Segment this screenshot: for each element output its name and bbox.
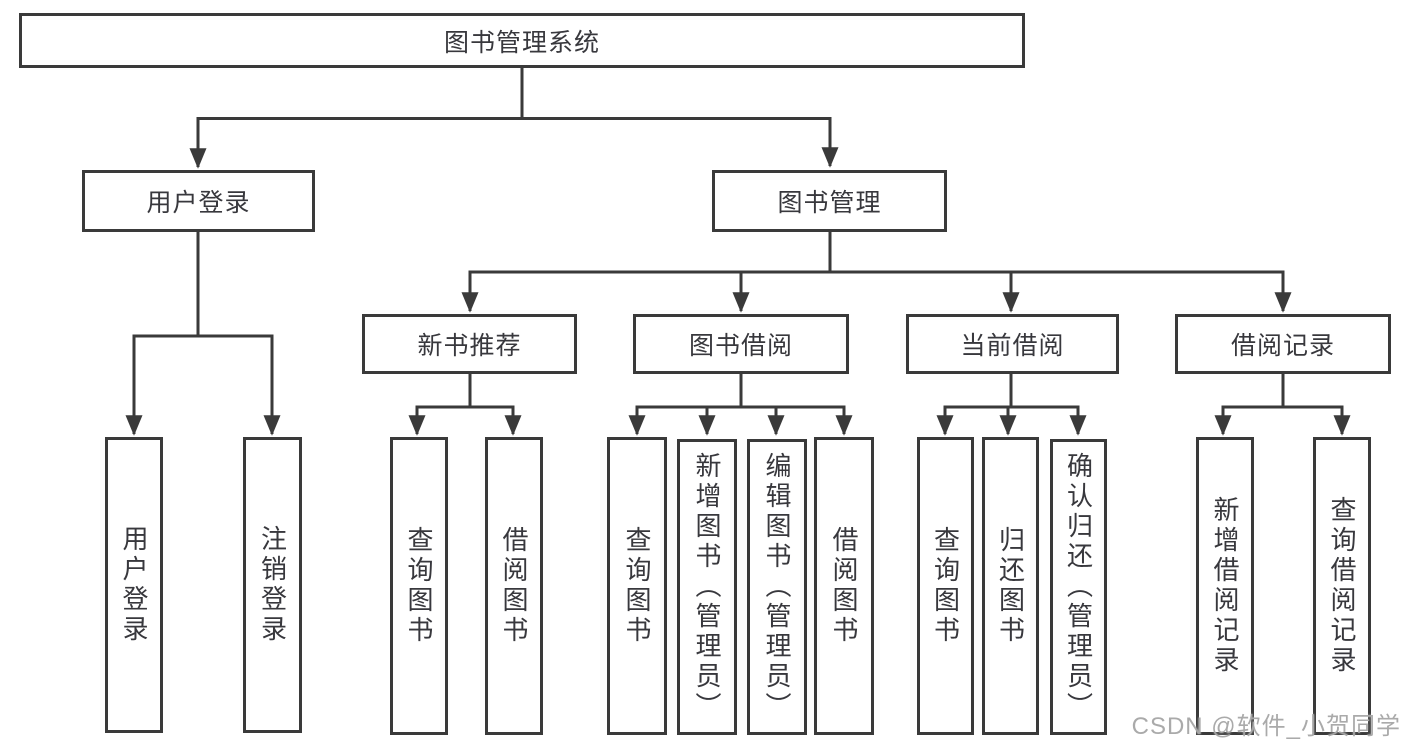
node-label: 当前借阅 — [960, 332, 1065, 360]
node-book-management: 图书管理 — [712, 170, 947, 232]
node-label: 借阅图书 — [499, 526, 529, 646]
leaf-user-login: 用户登录 — [105, 437, 163, 733]
leaf-return-book: 归还图书 — [982, 437, 1039, 735]
leaf-add-book-admin: 新增图书（管理员） — [677, 439, 737, 735]
node-label: 查询图书 — [622, 526, 652, 646]
leaf-edit-book-admin: 编辑图书（管理员） — [747, 439, 807, 735]
node-label: 用户登录 — [119, 525, 149, 645]
leaf-query-books-borrow: 查询图书 — [607, 437, 667, 735]
node-label: 确认归还（管理员） — [1063, 452, 1094, 722]
node-label: 图书管理 — [777, 189, 882, 217]
node-label: 借阅图书 — [829, 526, 859, 646]
csdn-watermark: CSDN @软件_小贺同学 — [1131, 713, 1401, 740]
leaf-query-borrow-record: 查询借阅记录 — [1313, 437, 1371, 735]
leaf-logout: 注销登录 — [243, 437, 302, 733]
node-label: 新书推荐 — [417, 332, 522, 360]
node-label: 归还图书 — [995, 526, 1026, 646]
leaf-query-books-current: 查询图书 — [917, 437, 974, 735]
leaf-confirm-return-admin: 确认归还（管理员） — [1050, 439, 1107, 735]
node-label: 用户登录 — [146, 189, 251, 217]
node-label: 编辑图书（管理员） — [762, 452, 792, 722]
leaf-add-borrow-record: 新增借阅记录 — [1196, 437, 1254, 735]
node-label: 新增图书（管理员） — [692, 452, 722, 722]
node-label: 注销登录 — [257, 525, 288, 645]
leaf-query-books-recommend: 查询图书 — [390, 437, 448, 735]
leaf-borrow-books: 借阅图书 — [814, 437, 874, 735]
node-label: 借阅记录 — [1230, 332, 1335, 360]
node-user-login: 用户登录 — [82, 170, 315, 232]
node-label: 新增借阅记录 — [1210, 496, 1240, 676]
node-library-management-system: 图书管理系统 — [19, 13, 1025, 68]
node-label: 查询借阅记录 — [1327, 496, 1357, 676]
node-new-book-recommend: 新书推荐 — [362, 314, 577, 374]
leaf-borrow-books-recommend: 借阅图书 — [485, 437, 543, 735]
node-current-borrow: 当前借阅 — [906, 314, 1119, 374]
node-label: 图书借阅 — [688, 332, 793, 360]
node-label: 图书管理系统 — [443, 28, 600, 57]
node-book-borrow: 图书借阅 — [633, 314, 849, 374]
node-borrow-records: 借阅记录 — [1175, 314, 1391, 374]
node-label: 查询图书 — [404, 526, 434, 646]
node-label: 查询图书 — [930, 526, 961, 646]
